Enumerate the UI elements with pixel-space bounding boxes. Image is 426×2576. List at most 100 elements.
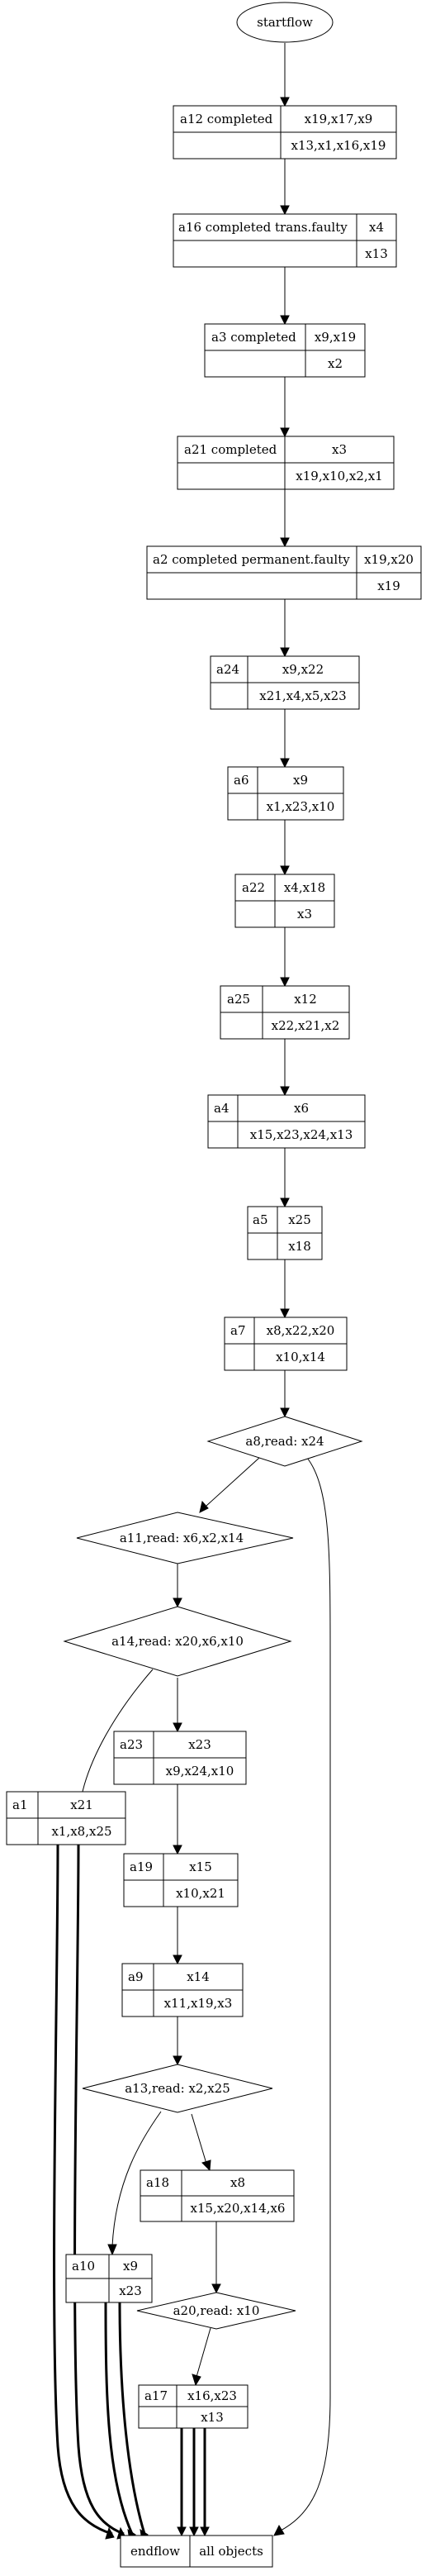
arrowhead — [173, 1955, 182, 1965]
task-label: a6 — [234, 773, 249, 788]
task-outputs: x23 — [119, 2283, 142, 2298]
arrowhead — [280, 1198, 290, 1208]
task-node-a7: a7 x8,x22,x20 x10,x14 — [224, 1317, 348, 1371]
task-node-a12: a12 completed x19,x17,x9 x13,x1,x16,x19 — [173, 105, 397, 160]
task-outputs: x18 — [288, 1239, 311, 1254]
task-node-a4: a4 x6 x15,x23,x24,x13 — [207, 1094, 366, 1149]
decision-label: a14,read: x20,x6,x10 — [111, 1634, 244, 1649]
arrowhead — [105, 2526, 115, 2540]
task-node-a17: a17 x16,x23 x13 — [138, 2384, 248, 2429]
arrowhead — [280, 647, 290, 658]
task-outputs: x21,x4,x5,x23 — [259, 688, 346, 703]
arrowhead — [173, 1845, 182, 1855]
task-node-a6: a6 x9 x1,x23,x10 — [227, 766, 344, 821]
task-inputs: x9,x19 — [315, 330, 356, 345]
task-inputs: x16,x23 — [187, 2388, 237, 2403]
edge-a1b-endflow — [73, 1844, 125, 2536]
task-inputs: x15 — [189, 1859, 212, 1874]
arrowhead — [201, 2159, 211, 2172]
task-label: a12 completed — [180, 112, 273, 126]
arrowhead — [280, 97, 290, 107]
arrowhead — [280, 315, 290, 326]
task-inputs: x9,x22 — [282, 662, 324, 677]
arrowhead — [211, 2283, 221, 2294]
task-outputs: x3 — [297, 907, 312, 921]
task-node-a10: a10 x9 x23 — [65, 2254, 153, 2303]
task-outputs: x13 — [201, 2410, 224, 2425]
edge-a1-endflow — [53, 1844, 113, 2536]
task-label: a9 — [128, 1969, 144, 1984]
task-label: a19 — [130, 1859, 153, 1874]
task-label: a18 — [146, 2175, 169, 2190]
task-node-a2: a2 completed permanent.faulty x19,x20 x1… — [146, 545, 422, 600]
decision-node-a14: a14,read: x20,x6,x10 — [63, 1606, 292, 1677]
decision-node-a8: a8,read: x24 — [206, 1416, 363, 1467]
task-inputs: x8,x22,x20 — [267, 1323, 335, 1338]
task-outputs: x1,x8,x25 — [51, 1824, 111, 1839]
task-outputs: x19,x10,x2,x1 — [296, 469, 382, 483]
arrowhead — [173, 2055, 182, 2066]
decision-label: a20,read: x10 — [173, 2303, 260, 2318]
arrowhead — [280, 1086, 290, 1097]
task-node-a16: a16 completed trans.faulty x4 x13 — [173, 213, 397, 268]
arrowhead — [280, 1308, 290, 1319]
decision-node-a20: a20,read: x10 — [136, 2292, 296, 2330]
task-outputs: x10,x21 — [176, 1886, 225, 1901]
decision-label: a11,read: x6,x2,x14 — [120, 1531, 244, 1545]
end-objects-label: all objects — [199, 2544, 263, 2559]
decision-label: a8,read: x24 — [245, 1434, 324, 1449]
edges — [53, 43, 331, 2542]
task-label: a16 completed trans.faulty — [178, 220, 348, 235]
task-label: a23 — [120, 1737, 143, 1752]
task-node-a25: a25 x12 x22,x21,x2 — [220, 985, 350, 1040]
task-outputs: x9,x24,x10 — [166, 1764, 234, 1778]
arrowhead — [280, 1407, 290, 1418]
arrowhead — [273, 2524, 285, 2536]
task-node-a3: a3 completed x9,x19 x2 — [204, 323, 366, 378]
task-label: a10 — [72, 2259, 95, 2274]
task-outputs: x19 — [377, 579, 400, 593]
task-outputs: x13,x1,x16,x19 — [291, 138, 386, 153]
arrowhead — [177, 2526, 187, 2537]
task-label: a2 completed permanent.faulty — [153, 552, 350, 567]
arrowhead — [280, 205, 290, 216]
edge-a8-endflow — [280, 1457, 331, 2531]
end-label: endflow — [130, 2544, 180, 2559]
task-label: a21 completed — [184, 442, 277, 457]
task-outputs: x11,x19,x3 — [164, 1996, 233, 2011]
task-inputs: x9 — [123, 2259, 138, 2274]
task-inputs: x8 — [230, 2175, 245, 2190]
start-node: startflow — [236, 2, 334, 43]
end-node: endflow all objects — [120, 2535, 273, 2568]
task-label: a24 — [216, 662, 239, 677]
edge-a13-a10 — [111, 2111, 162, 2247]
arrowhead — [173, 1722, 182, 1733]
task-outputs: x1,x23,x10 — [267, 799, 335, 814]
task-inputs: x9 — [293, 773, 308, 788]
edge-a10-endflow — [104, 2302, 134, 2535]
task-outputs: x13 — [365, 246, 388, 261]
arrowhead — [173, 1598, 182, 1608]
edge-a20-a17 — [196, 2327, 211, 2378]
task-outputs: x15,x23,x24,x13 — [250, 1127, 353, 1142]
task-node-a22: a22 x4,x18 x3 — [234, 874, 335, 928]
task-node-a18: a18 x8 x15,x20,x14,x6 — [140, 2169, 295, 2222]
decision-node-a13: a13,read: x2,x25 — [82, 2064, 273, 2113]
task-label: a7 — [230, 1323, 246, 1338]
task-inputs: x23 — [188, 1737, 211, 1752]
task-inputs: x25 — [288, 1212, 311, 1227]
arrowhead — [280, 977, 290, 988]
task-label: a3 completed — [211, 330, 296, 345]
start-label: startflow — [257, 15, 313, 30]
arrowhead — [280, 758, 290, 769]
task-inputs: x21 — [70, 1797, 93, 1812]
task-label: a25 — [227, 992, 250, 1007]
task-inputs: x4,x18 — [284, 880, 325, 895]
task-inputs: x14 — [187, 1969, 210, 1984]
task-inputs: x19,x20 — [364, 552, 414, 567]
task-node-a1: a1 x21 x1,x8,x25 — [6, 1791, 126, 1845]
task-inputs: x12 — [294, 992, 317, 1007]
task-outputs: x15,x20,x14,x6 — [191, 2201, 286, 2216]
edge-a13-a18 — [191, 2113, 207, 2164]
